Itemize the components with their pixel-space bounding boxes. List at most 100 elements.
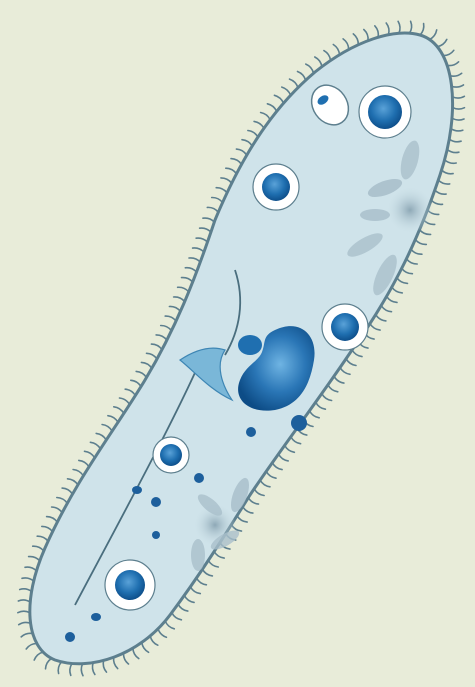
cilium [415,240,426,245]
cilium [316,402,326,409]
cilium [298,72,306,81]
cilium [185,268,196,272]
cilium [370,324,380,331]
cilium [214,552,224,559]
cilium [226,168,237,174]
cilium [19,622,31,624]
cilium [79,460,89,466]
cilium [237,516,247,522]
cilium [178,287,189,292]
cilium [438,180,449,184]
cilium [364,30,368,41]
cilium [114,407,124,414]
cilium [212,197,223,202]
cilium [452,96,464,98]
cilium [190,587,200,594]
cilium [272,463,282,470]
cilium [102,425,112,432]
cilium [291,437,301,444]
cilium [452,85,464,87]
cilium [437,39,447,46]
cilium [430,30,437,40]
cilium [96,433,106,440]
cilium [18,600,30,602]
cilium [435,190,446,194]
cilium [447,150,459,153]
cilium [451,129,463,131]
cilium [165,621,174,629]
cilium [147,353,158,359]
cilium [25,567,37,571]
cilium [33,546,44,551]
cilium [57,498,68,504]
cilium [279,454,289,461]
cilium [123,653,128,664]
cilium [156,335,167,340]
cilium [207,207,218,212]
cilium [20,589,32,592]
cilium [449,139,461,142]
cilium [306,64,314,73]
cilium [450,73,462,76]
cilium [411,249,422,254]
cilium [133,648,139,658]
cilium [282,87,291,95]
cilium [431,200,442,204]
cilium [125,389,135,395]
cilium [445,160,457,163]
cilium [161,325,172,330]
cilium [443,50,454,55]
cilium [203,218,214,222]
cilium [242,140,252,146]
cilium [90,442,100,449]
cilium [196,238,207,242]
cilium [315,57,322,67]
cilium [141,362,151,368]
cilium [387,296,397,302]
cilium [406,259,417,264]
cilium [46,658,52,668]
cilium [189,258,200,262]
cilium [178,604,188,611]
cilium [29,557,40,561]
cilium [174,297,185,302]
cilium [442,170,454,174]
cilium [352,350,362,357]
cilium [62,488,72,494]
cilium [22,578,34,581]
cilium [37,536,48,541]
cilium [353,34,358,45]
cilium [334,376,344,383]
cilium [103,661,106,673]
cilium [392,287,403,293]
cilium [216,188,227,193]
cilium [346,359,356,366]
cilium [447,62,459,66]
cilium [182,278,193,282]
cilium [172,613,182,620]
cilium [21,633,33,637]
cilium [120,398,130,405]
cilium [68,479,78,485]
cilium [142,642,149,652]
cilium [453,107,465,109]
cilium [108,416,118,423]
cilium [92,663,94,675]
cilium [267,104,276,112]
cilium [452,118,464,120]
cilium [73,470,83,476]
cilium [18,611,30,613]
cilium [114,657,118,668]
cilium [184,595,194,602]
cilium [254,489,264,496]
cilium [381,306,391,312]
cilium [343,39,349,50]
cilium [26,644,37,650]
cilium [333,45,339,55]
cilium [310,411,320,418]
cilium [47,517,58,523]
cilium [169,306,180,311]
cilium [376,315,386,321]
cilium [231,159,242,165]
